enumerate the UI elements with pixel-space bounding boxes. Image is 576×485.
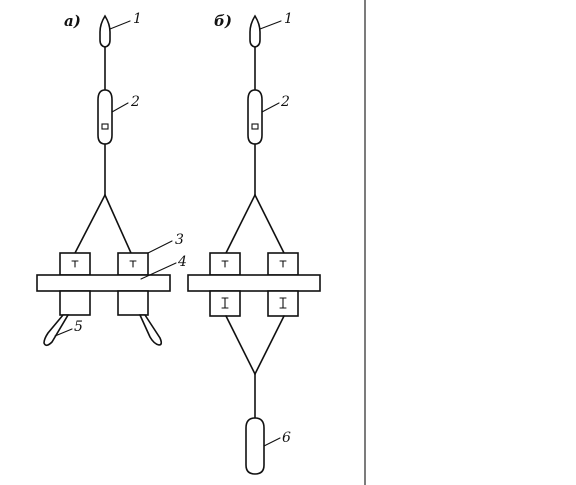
b-element-2 [247, 89, 263, 145]
b-converge-right [254, 315, 285, 375]
a-leader-1 [109, 20, 131, 30]
a-label-1: 1 [133, 11, 142, 27]
b-element-6 [245, 417, 265, 475]
panel-a: а) 1 2 3 4 5 [36, 11, 187, 347]
b-fork-right [254, 194, 285, 254]
a-leader-3 [147, 240, 173, 254]
b-leader-2 [261, 102, 280, 113]
a-block-lower-left [59, 290, 91, 316]
panel-a-label: а) [64, 12, 81, 30]
a-fork-left [74, 194, 106, 254]
b-ibeam-left [221, 297, 229, 309]
a-fork-right [104, 194, 132, 254]
b-tee-left [221, 260, 229, 268]
b-label-1: 1 [284, 11, 293, 27]
b-element-2-marker [251, 123, 259, 130]
b-leader-6 [263, 437, 281, 447]
b-ibeam-right [279, 297, 287, 309]
a-leader-2 [111, 102, 129, 113]
a-element-2 [97, 89, 113, 145]
panel-b: б) 1 2 6 [187, 11, 321, 475]
a-leader-5 [54, 328, 73, 337]
b-label-2: 2 [280, 94, 290, 110]
a-tee-left [71, 260, 79, 268]
b-label-6: 6 [282, 430, 291, 446]
a-plank-4 [36, 274, 171, 292]
a-label-2: 2 [130, 94, 140, 110]
a-leader-4 [140, 262, 177, 280]
a-arm-5-left [43, 314, 70, 347]
a-element-2-marker [101, 123, 109, 130]
b-element-1 [249, 14, 261, 48]
a-arm-5-right [138, 314, 163, 346]
b-leader-1 [259, 20, 282, 30]
panel-b-label: б) [214, 12, 232, 30]
a-tee-right [129, 260, 137, 268]
a-element-1 [99, 14, 111, 48]
b-plank [187, 274, 321, 292]
b-tee-right [279, 260, 287, 268]
b-fork-left [225, 194, 256, 254]
a-label-4: 4 [177, 254, 187, 270]
a-block-lower-right [117, 290, 149, 316]
a-label-5: 5 [74, 319, 83, 335]
b-converge-left [225, 315, 256, 375]
a-label-3: 3 [175, 232, 184, 248]
